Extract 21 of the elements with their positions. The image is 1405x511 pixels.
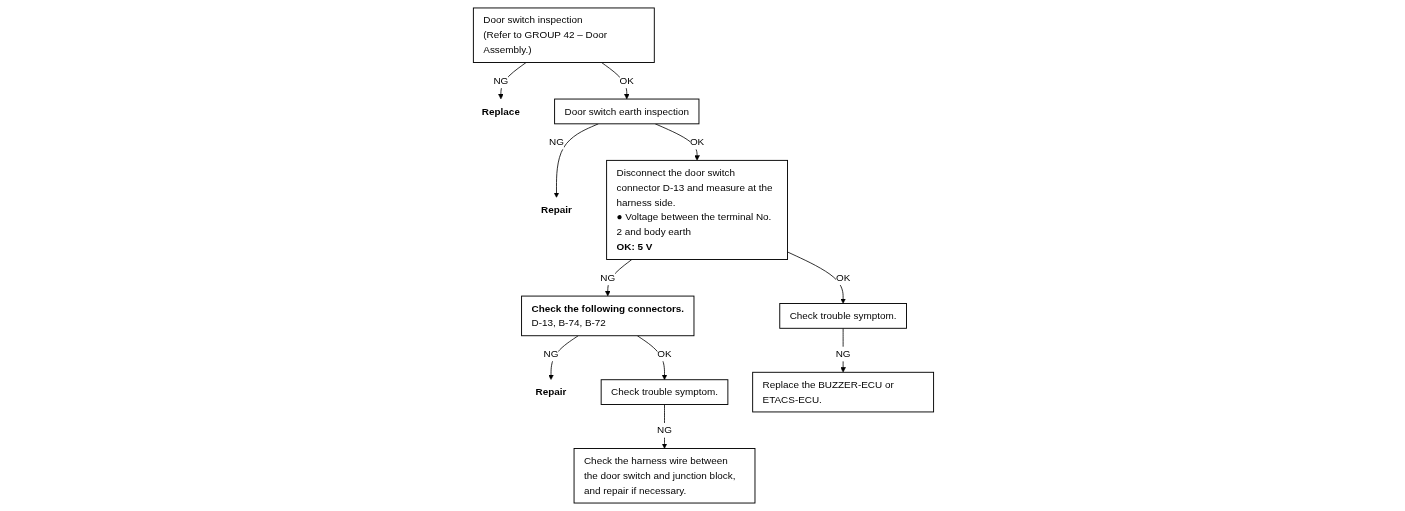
edge-label: NG — [543, 348, 559, 359]
edge-label: OK — [657, 348, 672, 359]
node-box: Door switch earth inspection — [553, 98, 700, 125]
edge-label: NG — [835, 348, 851, 359]
edge-label: NG — [600, 272, 615, 283]
node-box: Check trouble symptom. — [600, 379, 729, 405]
node-text: Repair — [535, 386, 567, 398]
node-text: Repair — [540, 204, 572, 215]
edge-label: OK — [619, 75, 634, 86]
node-box: Door switch inspection (Refer to GROUP 42 – Door Assembly.) — [472, 7, 655, 63]
edge-label: OK — [835, 272, 851, 283]
node-box: Disconnect the door switch connector D-13 and measure at the harness side. ● Voltage between the terminal No. 2 and body earth OK: 5 V — [605, 159, 788, 260]
node-box: Check trouble symptom. — [779, 303, 907, 329]
edge-label: NG — [656, 424, 672, 436]
node-box: Check the harness wire between the door switch and junction block, and repair if necessary. — [573, 448, 756, 504]
node-text: Replace — [481, 105, 520, 117]
node-box: Check the following connectors. D-13, B-74, B-72 — [520, 295, 695, 337]
edge-label: NG — [493, 75, 509, 86]
node-box: Replace the BUZZER-ECU or ETACS-ECU. — [751, 371, 934, 413]
edge-label: OK — [689, 136, 704, 148]
edge-label: NG — [548, 136, 564, 148]
